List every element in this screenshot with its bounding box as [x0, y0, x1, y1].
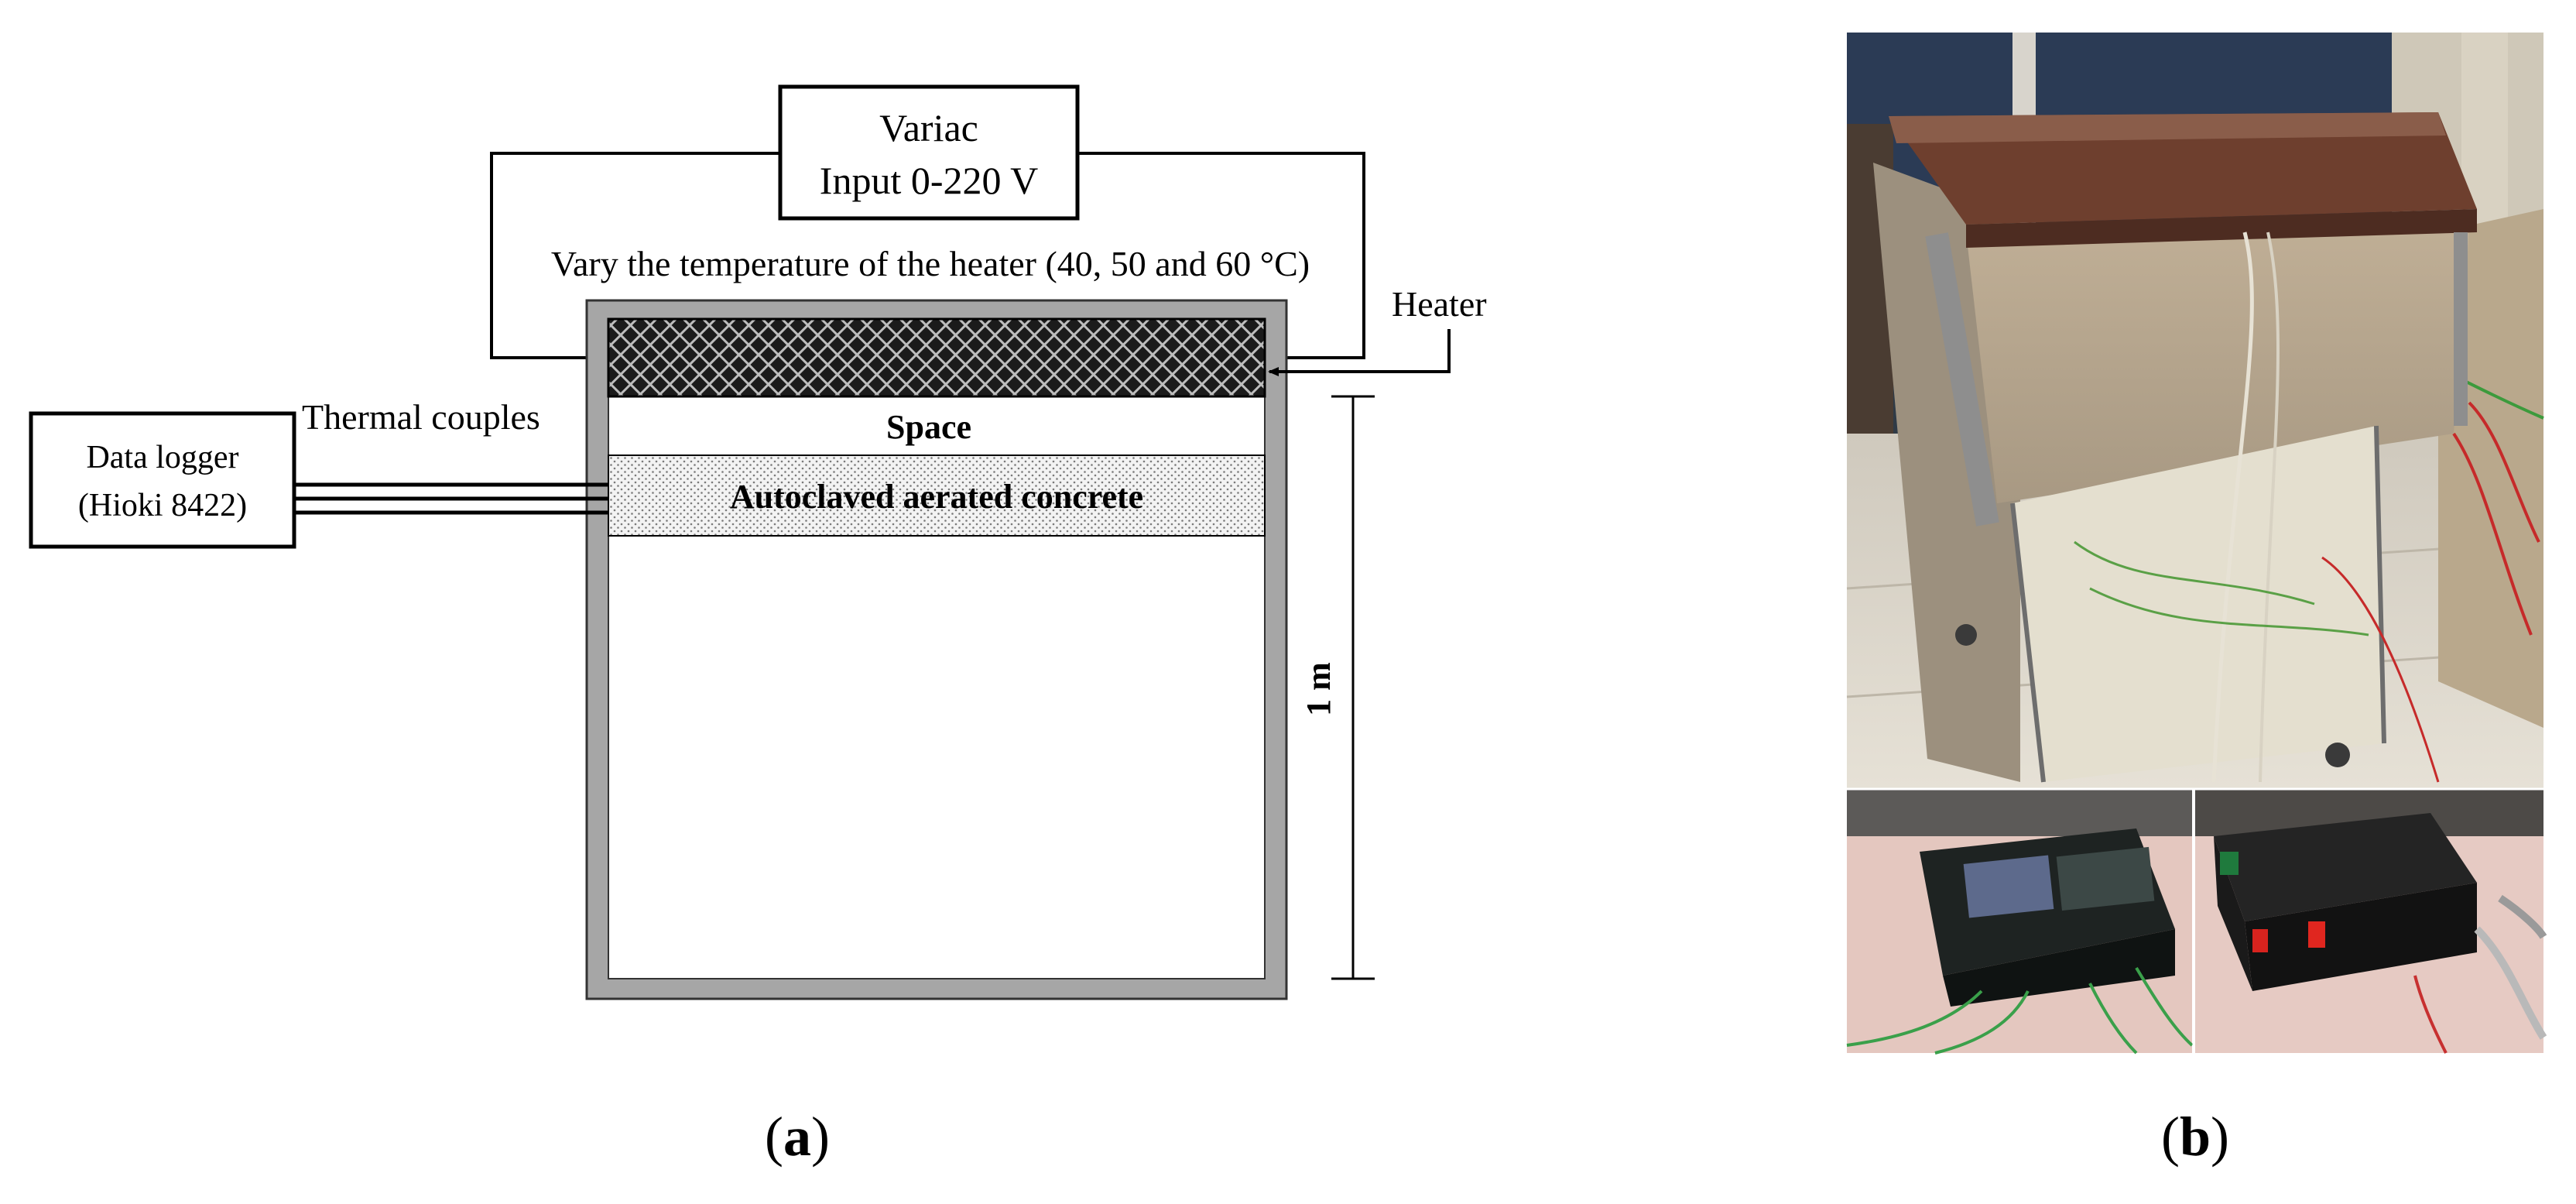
variac-wire-left [490, 152, 780, 359]
heater-label: Heater [1392, 284, 1487, 324]
aac-label: Autoclaved aerated concrete [730, 478, 1143, 516]
photo-data-logger [1846, 790, 2194, 1055]
caption-b: (b) [2161, 1106, 2229, 1168]
variac-input-range: Input 0-220 V [820, 159, 1038, 202]
heater-arrow [1268, 329, 1451, 376]
aac-layer [608, 455, 1266, 537]
heater-plate [607, 317, 1266, 398]
space-label: Space [886, 408, 971, 446]
data-logger-model: (Hioki 8422) [78, 488, 247, 523]
chamber-interior [608, 318, 1266, 979]
height-label: 1 m [1300, 662, 1338, 716]
caption-a: (a) [765, 1106, 830, 1168]
vary-temperature-text: Vary the temperature of the heater (40, … [551, 244, 1310, 283]
photo-b: (b) [1846, 33, 2547, 1168]
diagram-a: Variac Input 0-220 V Vary the temperatur… [29, 84, 1487, 1168]
height-dimension [1331, 395, 1375, 980]
thermal-couples-label: Thermal couples [302, 397, 540, 437]
thermocouple-wires [294, 482, 608, 515]
variac-wire-right [1077, 152, 1365, 359]
variac-title: Variac [879, 106, 978, 149]
data-logger-box: Data logger (Hioki 8422) [29, 411, 296, 549]
data-logger-title: Data logger [86, 440, 238, 475]
photo-test-box [1846, 33, 2544, 788]
variac-box: Variac Input 0-220 V [778, 84, 1080, 221]
photo-controller [2195, 790, 2547, 1054]
